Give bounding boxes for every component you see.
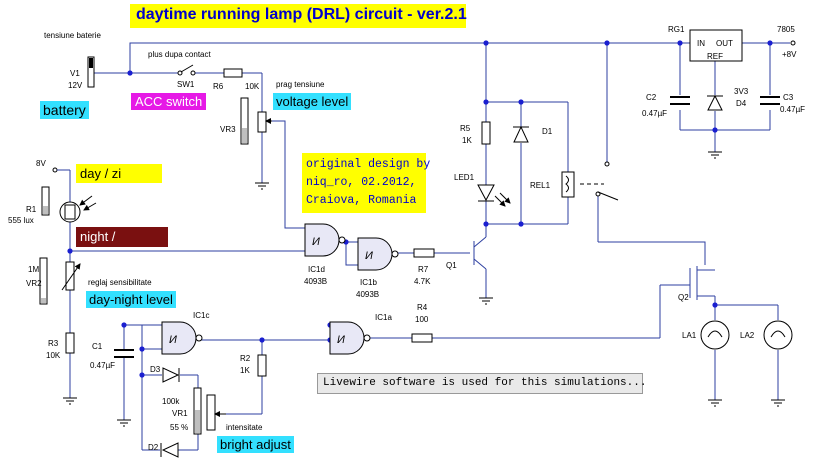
label-c3: C3 — [783, 93, 794, 102]
wires — [69, 42, 790, 451]
label-vr3: VR3 — [220, 125, 236, 134]
label-r5: R5 — [460, 124, 471, 133]
label-r1-val: 555 lux — [8, 216, 34, 225]
label-r6: R6 — [213, 82, 224, 91]
label-prag: prag tensiune — [276, 80, 325, 89]
lamps — [700, 320, 793, 350]
ldr-r1 — [41, 186, 97, 223]
label-tensiune-baterie: tensiune baterie — [44, 31, 101, 40]
potentiometer-vr3[interactable] — [240, 97, 272, 145]
label-q1: Q1 — [446, 261, 457, 270]
regulator-rg1 — [689, 29, 743, 62]
capacitors — [114, 96, 780, 358]
label-c1: C1 — [92, 342, 103, 351]
label-reg-in: IN — [697, 39, 705, 48]
label-r2-val: 1K — [240, 366, 250, 375]
original-line-2: niq_ro, 02.2012, — [306, 176, 417, 189]
label-r3: R3 — [48, 339, 59, 348]
callout-acc-switch: ACC switch — [131, 93, 207, 110]
label-r4: R4 — [417, 303, 428, 312]
battery-v1 — [87, 56, 95, 88]
switch-sw1[interactable] — [177, 64, 196, 76]
plus8-terminal — [790, 40, 796, 46]
label-ic1b: IC1b — [360, 278, 377, 287]
label-q2: Q2 — [678, 293, 689, 302]
original-line-1: original design by — [306, 158, 431, 171]
label-vr1-val: 55 % — [170, 423, 188, 432]
nand-gates — [161, 223, 399, 355]
label-v1-val: 12V — [68, 81, 83, 90]
callout-original-design: original design by niq_ro, 02.2012, Crai… — [302, 153, 431, 213]
label-la2: LA2 — [740, 331, 755, 340]
label-c2-val: 0.47µF — [642, 109, 667, 118]
label-r7-val: 4.7K — [414, 277, 431, 286]
label-vr2: VR2 — [26, 279, 42, 288]
label-reg-ref: REF — [707, 52, 723, 61]
label-reglaj: reglaj sensibilitate — [88, 278, 152, 287]
label-ic1d: IC1d — [308, 265, 325, 274]
label-8v: 8V — [36, 159, 46, 168]
label-d2: D2 — [148, 443, 159, 452]
led1 — [477, 184, 511, 207]
resistors — [65, 68, 491, 377]
label-r3-val: 10K — [46, 351, 61, 360]
svg-text:И: И — [312, 236, 320, 248]
label-rg1: RG1 — [668, 25, 685, 34]
original-line-3: Craiova, Romania — [306, 194, 417, 207]
label-c2: C2 — [646, 93, 657, 102]
label-reg-out: OUT — [716, 39, 733, 48]
page-title: daytime running lamp (DRL) circuit - ver… — [130, 4, 467, 28]
label-r4-val: 100 — [415, 315, 429, 324]
label-r7: R7 — [418, 265, 429, 274]
label-c3-val: 0.47µF — [780, 105, 805, 114]
label-la1: LA1 — [682, 331, 697, 340]
label-d3-val: 100k — [162, 397, 180, 406]
callout-battery: battery — [40, 101, 89, 119]
label-vr2-val: 1M — [28, 265, 39, 274]
supply-8v-terminal — [52, 167, 70, 173]
relay-rel1 — [561, 161, 619, 201]
label-ic1d-val: 4093B — [304, 277, 327, 286]
label-intensitate: intensitate — [226, 423, 263, 432]
callout-voltage-level: voltage level — [273, 93, 352, 110]
svg-text:И: И — [169, 334, 177, 346]
label-d1: D1 — [542, 127, 553, 136]
svg-text:И: И — [365, 250, 373, 262]
label-7805: 7805 — [777, 25, 795, 34]
label-rel1: REL1 — [530, 181, 551, 190]
diodes — [160, 94, 723, 458]
potentiometer-vr1[interactable] — [193, 387, 226, 435]
label-r5-val: 1K — [462, 136, 472, 145]
label-d4: D4 — [736, 99, 747, 108]
label-vr1: VR1 — [172, 409, 188, 418]
component-labels: tensiune baterie V1 12V plus dupa contac… — [8, 25, 805, 452]
label-r2: R2 — [240, 354, 251, 363]
simulation-note: Livewire software is used for this simul… — [317, 373, 646, 394]
label-ic1a: IC1a — [375, 313, 392, 322]
ground-symbols — [63, 151, 785, 427]
callout-day: day / zi — [76, 164, 162, 183]
label-sw1: SW1 — [177, 80, 195, 89]
label-led1: LED1 — [454, 173, 475, 182]
label-v1: V1 — [70, 69, 80, 78]
label-ic1b-val: 4093B — [356, 290, 379, 299]
label-plus-dupa-contact: plus dupa contact — [148, 50, 211, 59]
label-ic1c: IC1c — [193, 311, 209, 320]
callout-night: night / — [76, 227, 168, 247]
label-c1-val: 0.47µF — [90, 361, 115, 370]
label-r6-val: 10K — [245, 82, 260, 91]
gate-symbols: И И И И — [169, 236, 373, 346]
label-d3: D3 — [150, 365, 161, 374]
callout-bright-adjust: bright adjust — [217, 436, 294, 453]
potentiometer-vr2[interactable] — [39, 257, 81, 305]
label-plus8: +8V — [782, 50, 797, 59]
label-d4-val: 3V3 — [734, 87, 749, 96]
svg-text:И: И — [337, 334, 345, 346]
callout-day-night-level: day-night level — [86, 291, 176, 308]
label-r1: R1 — [26, 205, 37, 214]
